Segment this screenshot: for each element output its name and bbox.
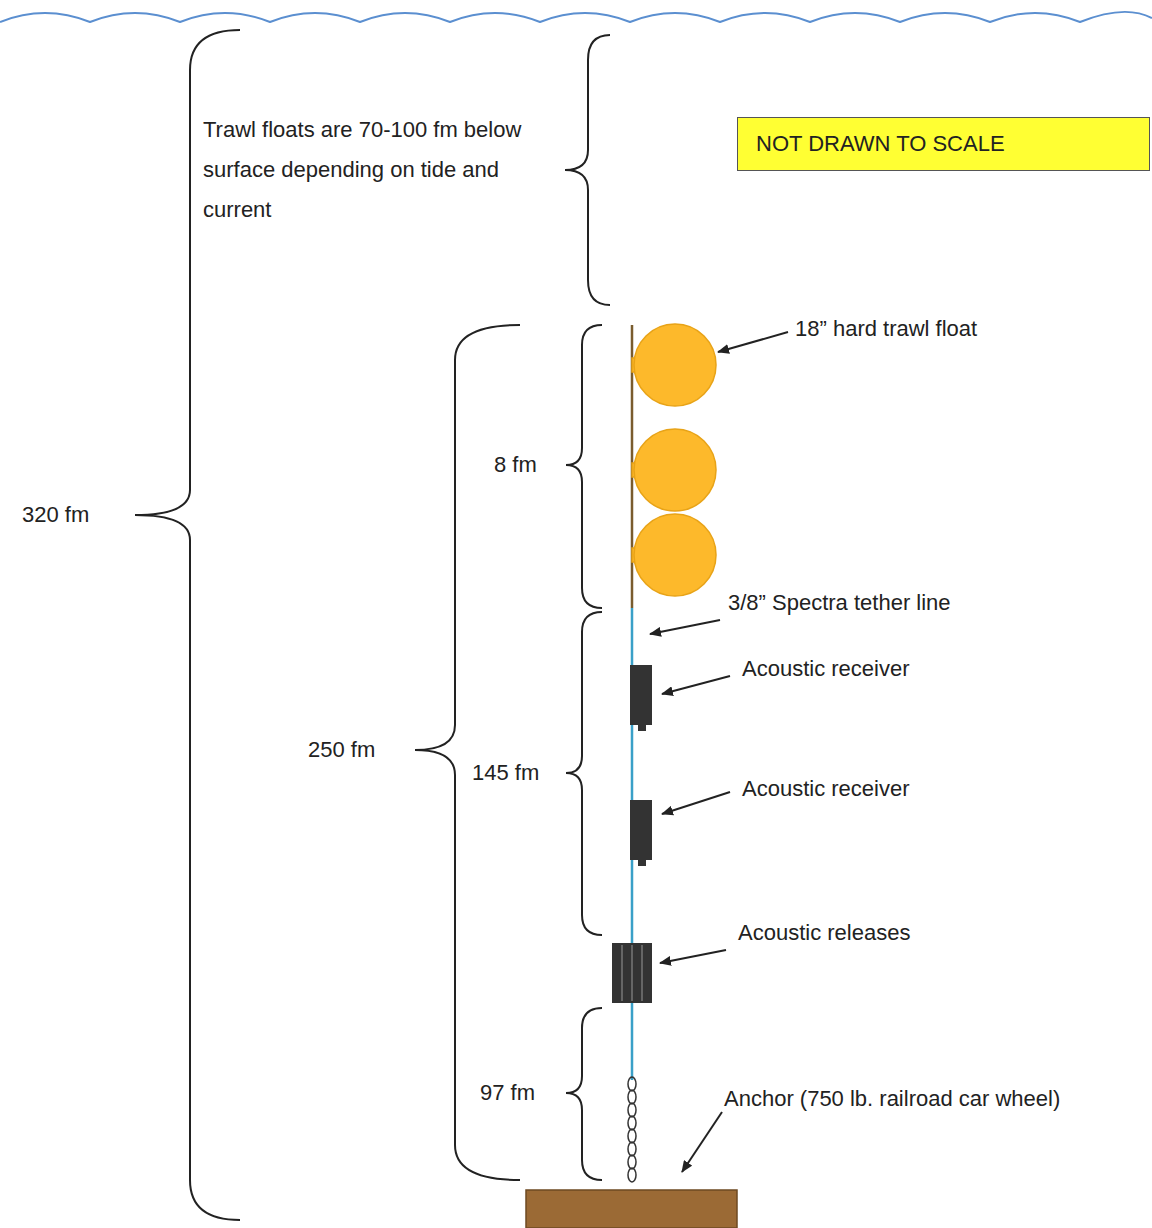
anchor-wheel (526, 1190, 737, 1228)
dimension-label: 320 fm (22, 502, 89, 528)
dimension-label: 145 fm (472, 760, 539, 786)
note-box: NOT DRAWN TO SCALE (737, 117, 1150, 171)
sea-surface (0, 12, 1152, 22)
chain (628, 1077, 636, 1182)
part-label: Acoustic releases (738, 920, 910, 946)
note-text: NOT DRAWN TO SCALE (756, 131, 1005, 157)
part-label: Anchor (750 lb. railroad car wheel) (724, 1086, 1060, 1112)
note-text: Trawl floats are 70-100 fm below surface… (203, 110, 563, 230)
trawl-floats (632, 324, 716, 596)
acoustic-receivers (630, 665, 652, 866)
part-label: 18” hard trawl float (795, 316, 977, 342)
dimension-label: 97 fm (480, 1080, 535, 1106)
dimension-braces (135, 30, 610, 1220)
part-label: 3/8” Spectra tether line (728, 590, 951, 616)
dimension-label: 8 fm (494, 452, 537, 478)
dimension-label: 250 fm (308, 737, 375, 763)
acoustic-releases (612, 943, 652, 1003)
leader-arrows (650, 332, 788, 1172)
part-label: Acoustic receiver (742, 776, 910, 802)
part-label: Acoustic receiver (742, 656, 910, 682)
